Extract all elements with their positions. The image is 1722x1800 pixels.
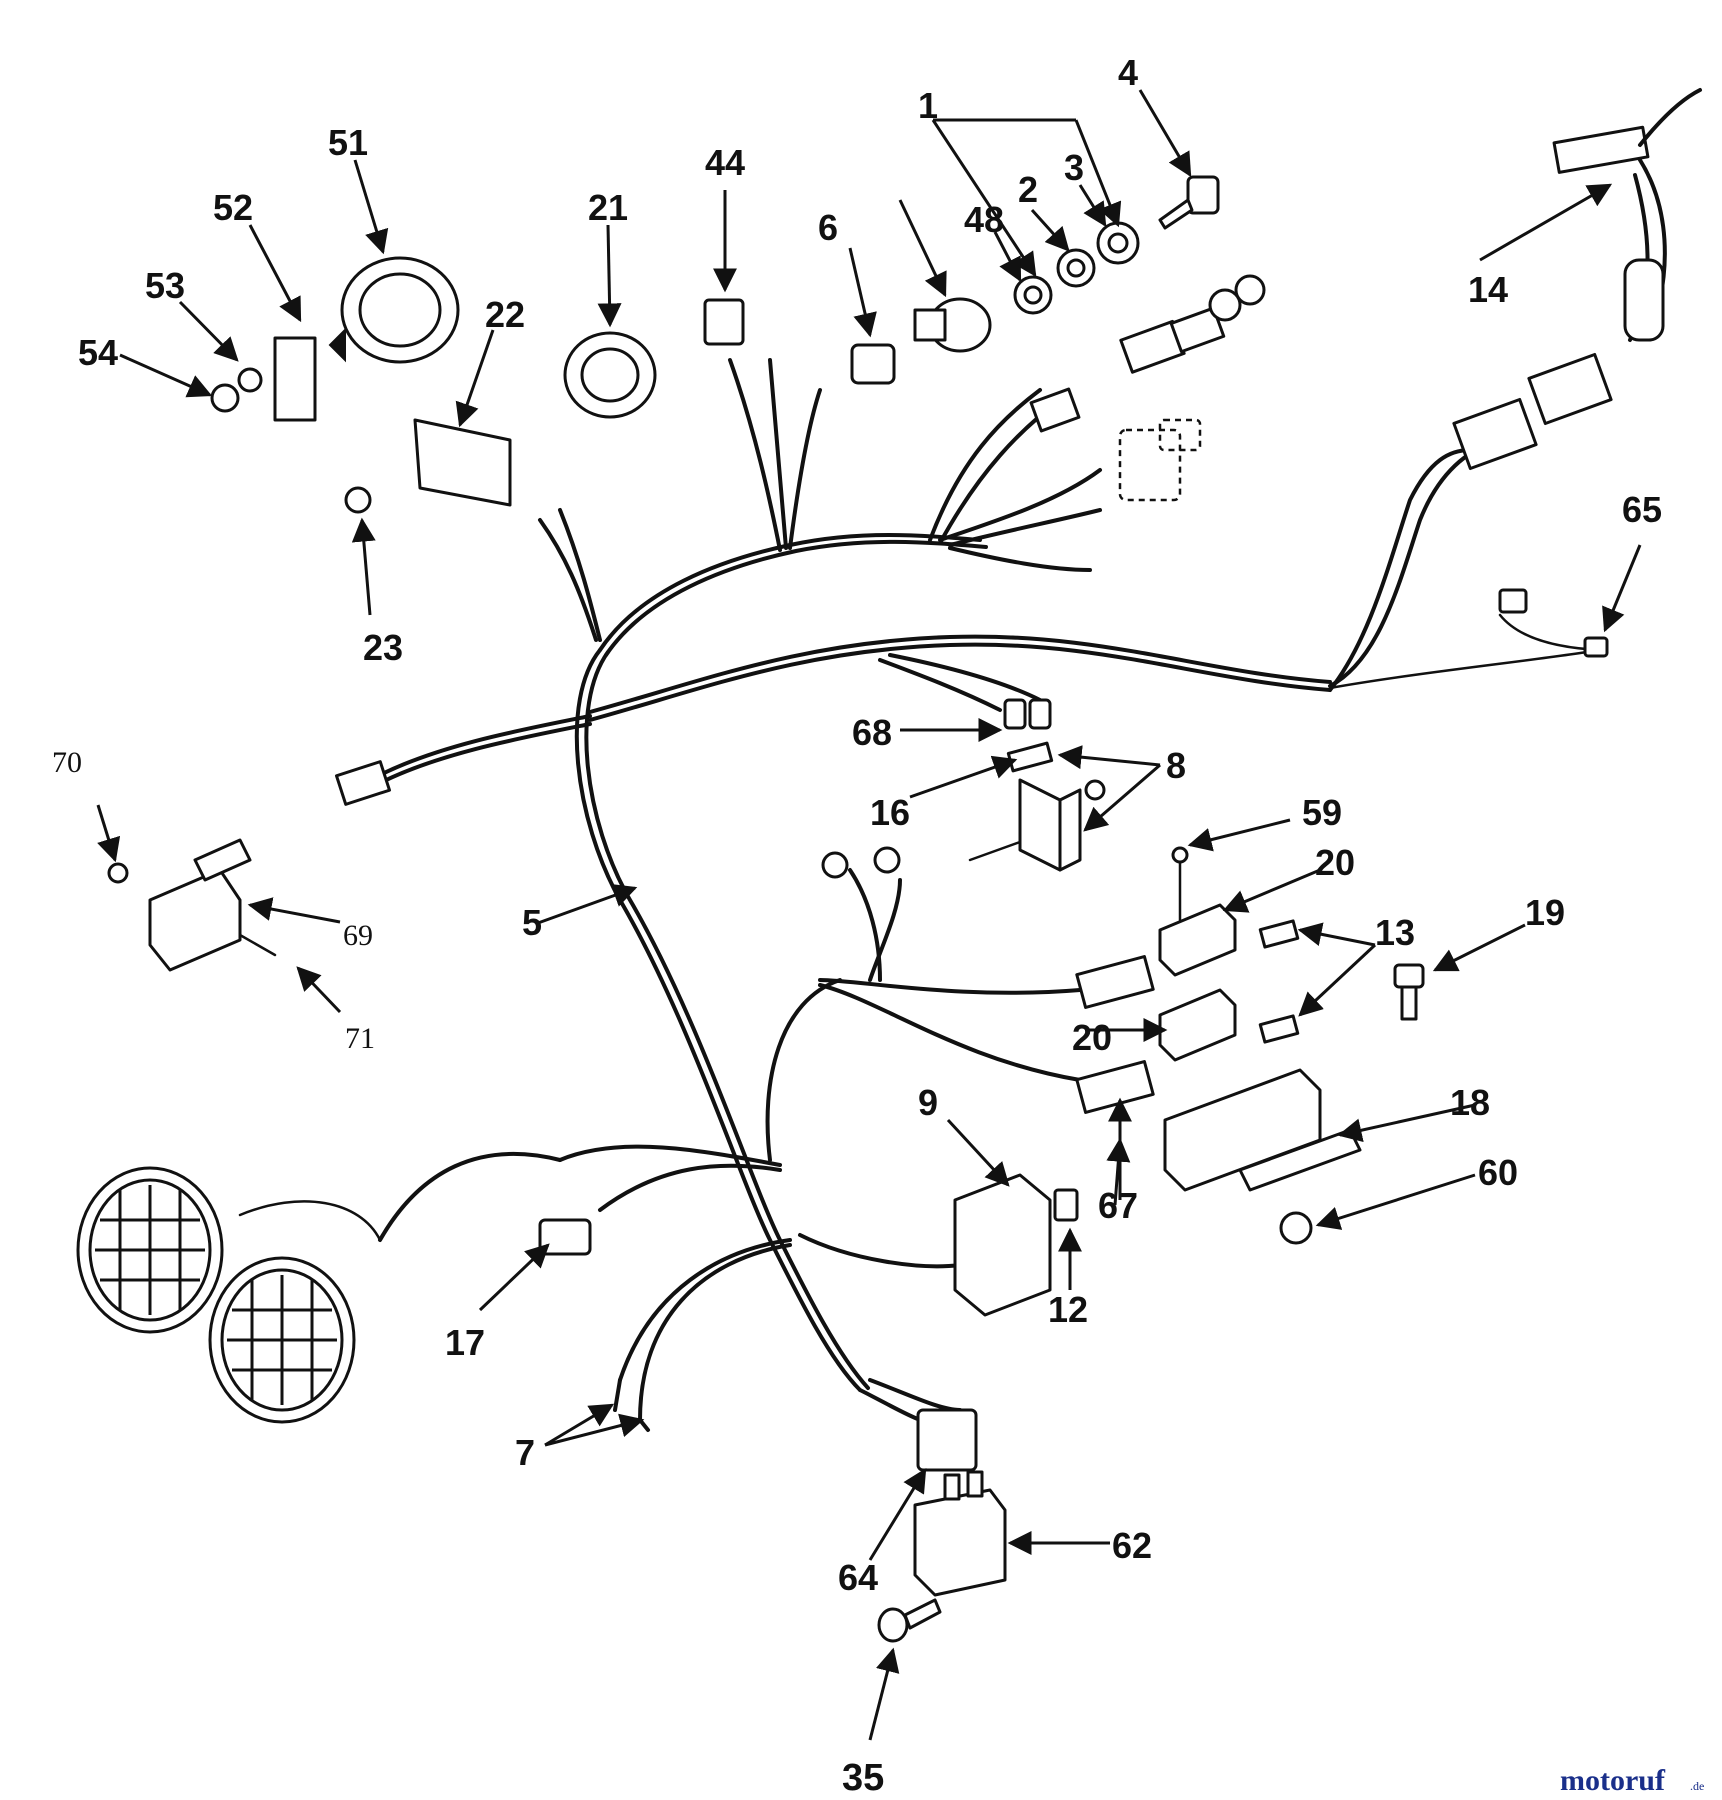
headlight-left-icon (76, 1166, 224, 1334)
callout-44: 44 (705, 142, 745, 183)
callout-22: 22 (485, 294, 525, 335)
headlight-right-icon (208, 1256, 356, 1424)
bracket-18-icon (1163, 1068, 1362, 1192)
callout-7: 7 (515, 1432, 535, 1473)
bolt-19-icon (1393, 963, 1425, 1021)
callout-60: 60 (1478, 1152, 1518, 1193)
callout-6: 6 (818, 207, 838, 248)
callout-71: 71 (345, 1022, 375, 1055)
leader-arrows (96, 89, 1642, 1741)
nut-23-icon (344, 486, 372, 514)
interlock-switch-20-upper-icon (1158, 846, 1237, 977)
callout-12: 12 (1048, 1289, 1088, 1330)
callout-labels: 1 2 3 4 5 6 7 8 9 12 13 14 16 17 18 19 2… (52, 52, 1662, 1799)
callout-59: 59 (1302, 792, 1342, 833)
callout-52: 52 (213, 187, 253, 228)
nut-54-icon (210, 383, 240, 413)
connector-14-icon (1452, 88, 1702, 471)
terminal-68-icon (1003, 698, 1052, 730)
dashed-optional-part-icon (1118, 418, 1202, 502)
seat-switch-8-icon (968, 778, 1106, 872)
interlock-switch-20-lower-icon (1158, 988, 1237, 1062)
callout-62: 62 (1112, 1525, 1152, 1566)
gauge-51-icon (328, 256, 460, 364)
callout-9: 9 (918, 1082, 938, 1123)
connector-67-icon (1075, 955, 1155, 1114)
connector-65-icon (1498, 588, 1609, 658)
ignition-switch-icon (913, 175, 1220, 353)
watermark-text: motoruf (1560, 1764, 1666, 1797)
callout-8: 8 (1166, 745, 1186, 786)
callout-20-upper: 20 (1315, 842, 1355, 883)
callout-20-lower: 20 (1072, 1017, 1112, 1058)
screw-35-icon (877, 1598, 942, 1643)
plug-6-icon (850, 343, 896, 385)
callout-21: 21 (588, 187, 628, 228)
callout-18: 18 (1450, 1082, 1490, 1123)
callout-13: 13 (1375, 912, 1415, 953)
callout-16: 16 (870, 792, 910, 833)
connector-64-icon (916, 1408, 978, 1472)
callout-17: 17 (445, 1322, 485, 1363)
callout-23: 23 (363, 627, 403, 668)
callout-35: 35 (842, 1757, 884, 1799)
callout-4: 4 (1118, 52, 1138, 93)
callout-1: 1 (918, 85, 938, 126)
callout-14: 14 (1468, 269, 1508, 310)
callout-67: 67 (1098, 1185, 1138, 1226)
washer-53-icon (237, 367, 263, 393)
callout-65: 65 (1622, 489, 1662, 530)
connector-44-icon (703, 298, 745, 346)
callout-2: 2 (1018, 169, 1038, 210)
safety-switch-69-icon (107, 838, 277, 972)
module-9-icon (953, 1173, 1079, 1317)
callout-53: 53 (145, 265, 185, 306)
watermark: motoruf .de (1560, 1764, 1704, 1797)
gauge-21-icon (563, 331, 657, 419)
callout-70: 70 (52, 746, 82, 779)
callout-54: 54 (78, 332, 118, 373)
bracket-22-icon (413, 418, 512, 507)
callout-64: 64 (838, 1557, 878, 1598)
callout-68: 68 (852, 712, 892, 753)
connector-17-icon (538, 1218, 592, 1256)
bracket-52-icon (273, 336, 317, 422)
ring-terminals-icon (821, 846, 901, 879)
callout-48: 48 (964, 199, 1004, 240)
main-harness (238, 358, 1602, 1425)
light-switch-connectors-icon (1029, 274, 1266, 433)
callout-3: 3 (1064, 147, 1084, 188)
callout-19: 19 (1525, 892, 1565, 933)
insulator-16-icon (1006, 741, 1054, 773)
insulator-13-icon (1258, 919, 1300, 1044)
nut-60-icon (1279, 1211, 1313, 1245)
callout-51: 51 (328, 122, 368, 163)
callout-5: 5 (522, 902, 542, 943)
watermark-tld: .de (1690, 1779, 1704, 1793)
callout-69: 69 (343, 919, 373, 952)
relay-62-icon (913, 1470, 1007, 1597)
